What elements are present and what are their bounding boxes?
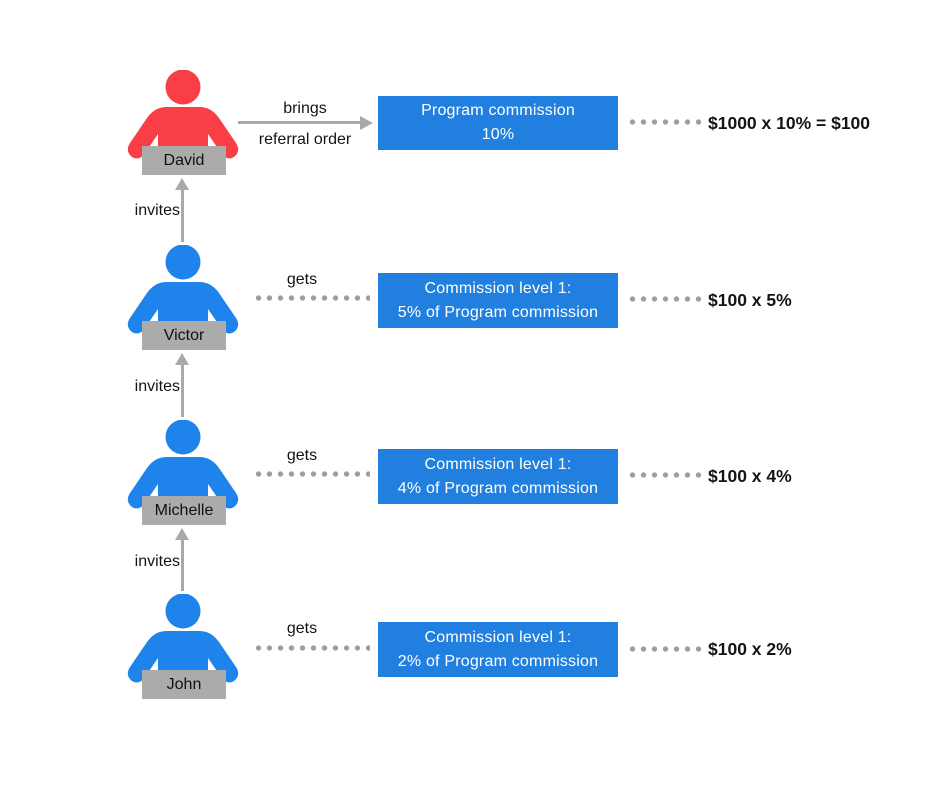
calculation-value: $100 x 2% bbox=[708, 639, 792, 659]
person-icon bbox=[127, 594, 239, 686]
invites-arrow-line bbox=[180, 189, 184, 242]
brings-label: brings bbox=[283, 100, 327, 117]
commission-box: Commission level 1: 5% of Program commis… bbox=[378, 273, 618, 328]
person-name-label: Michelle bbox=[142, 496, 226, 525]
invites-arrow-head-icon bbox=[175, 178, 189, 190]
dotted-connector bbox=[627, 296, 701, 302]
referral-order-label: referral order bbox=[258, 131, 352, 148]
commission-box-line2: 2% of Program commission bbox=[397, 652, 599, 670]
calculation-value: $1000 x 10% = $100 bbox=[708, 113, 871, 133]
person-name-label: David bbox=[142, 146, 226, 175]
invites-label: invites bbox=[134, 202, 180, 219]
dotted-connector bbox=[253, 471, 370, 477]
person-name: Michelle bbox=[154, 501, 214, 519]
dotted-connector bbox=[253, 645, 370, 651]
commission-box-line2: 10% bbox=[481, 126, 515, 143]
dotted-connector bbox=[627, 472, 701, 478]
commission-box: Program commission 10% bbox=[378, 96, 618, 150]
gets-label: gets bbox=[286, 447, 318, 464]
person-icon bbox=[127, 245, 239, 337]
dotted-connector bbox=[253, 295, 370, 301]
commission-box-line1: Program commission bbox=[421, 102, 575, 119]
invites-arrow-head-icon bbox=[175, 353, 189, 365]
commission-box-line1: Commission level 1: bbox=[424, 455, 572, 473]
person-name: Victor bbox=[163, 326, 205, 344]
person-name: John bbox=[166, 675, 202, 693]
invites-arrow-line bbox=[180, 364, 184, 417]
calculation-value: $100 x 5% bbox=[708, 290, 792, 310]
invites-label: invites bbox=[134, 378, 180, 395]
invites-arrow-head-icon bbox=[175, 528, 189, 540]
dotted-connector bbox=[627, 119, 701, 125]
person-name-label: Victor bbox=[142, 321, 226, 350]
commission-box: Commission level 1: 4% of Program commis… bbox=[378, 449, 618, 504]
commission-box-line2: 5% of Program commission bbox=[397, 303, 599, 321]
commission-box-line1: Commission level 1: bbox=[424, 628, 572, 646]
brings-arrow-line bbox=[238, 121, 362, 124]
person-icon bbox=[127, 70, 239, 162]
calculation-value: $100 x 4% bbox=[708, 466, 792, 486]
brings-arrow-head-icon bbox=[360, 115, 373, 130]
gets-label: gets bbox=[286, 271, 318, 288]
invites-arrow-line bbox=[180, 539, 184, 591]
commission-box-line1: Commission level 1: bbox=[424, 279, 572, 297]
gets-label: gets bbox=[286, 620, 318, 637]
person-name-label: John bbox=[142, 670, 226, 699]
commission-box: Commission level 1: 2% of Program commis… bbox=[378, 622, 618, 677]
person-icon bbox=[127, 420, 239, 512]
invites-label: invites bbox=[134, 553, 180, 570]
commission-box-line2: 4% of Program commission bbox=[397, 479, 599, 497]
dotted-connector bbox=[627, 646, 701, 652]
person-name: David bbox=[163, 151, 205, 169]
